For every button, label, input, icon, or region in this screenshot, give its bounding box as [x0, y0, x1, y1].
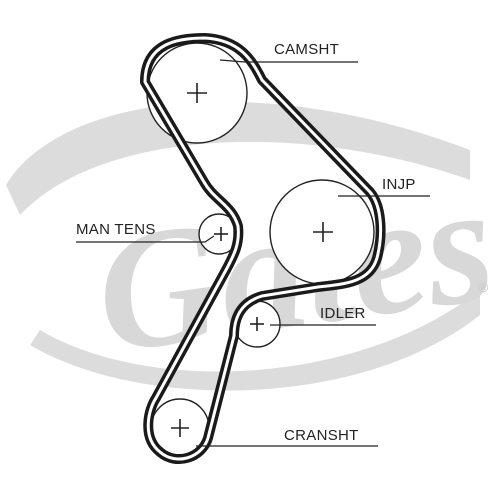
crankshaft-center-mark — [171, 419, 189, 437]
manual-tensioner-center-mark — [214, 227, 228, 241]
crankshaft-label: CRANSHT — [284, 427, 359, 444]
camshaft-label: CAMSHT — [274, 41, 339, 58]
camshaft-center-mark — [187, 83, 207, 103]
logo-swoosh-lower — [30, 290, 480, 391]
idler-center-mark — [250, 317, 264, 331]
injection-pump-center-mark — [313, 222, 333, 242]
manual-tensioner-leader-line — [76, 235, 215, 243]
logo-registered-mark: ® — [478, 279, 489, 295]
camshaft-leader-line — [219, 59, 358, 63]
injection-pump-label: INJP — [382, 176, 416, 193]
logo-swoosh — [6, 101, 470, 215]
timing-belt — [140, 33, 386, 465]
manual-tensioner-label: MAN TENS — [76, 221, 156, 238]
idler-label: IDLER — [320, 305, 366, 322]
